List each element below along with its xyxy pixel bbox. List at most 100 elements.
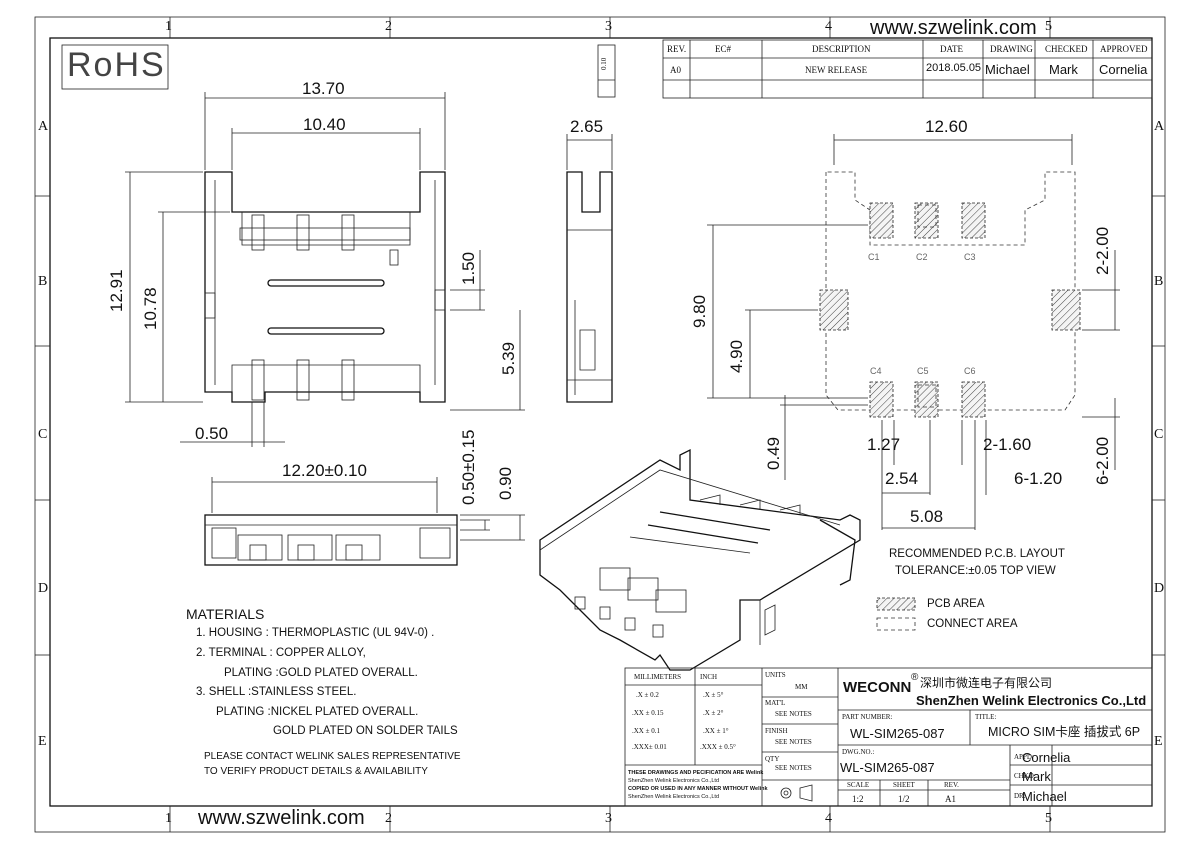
legend-pcb-swatch <box>876 597 916 611</box>
top-view-dimensions <box>125 92 525 447</box>
rev-value-checked: Mark <box>1049 62 1078 77</box>
projection-symbol <box>780 784 813 802</box>
zone-row-e-right: E <box>1154 734 1163 749</box>
zone-col-5-bottom: 5 <box>1045 811 1052 826</box>
appd-value: Cornelia <box>1022 750 1071 765</box>
flatness-box <box>597 44 616 98</box>
dim-5-39: 5.39 <box>499 341 518 375</box>
rev-header-rev: REV. <box>667 44 687 54</box>
tol-inch-4: .XXX ± 0.5° <box>700 743 736 751</box>
tol-mm-1: .X ± 0.2 <box>636 691 659 699</box>
pad-c5 <box>914 381 939 418</box>
pad-label-c6: C6 <box>964 366 976 376</box>
notice-1: THESE DRAWINGS AND PECIFICATION ARE Weli… <box>628 770 764 776</box>
pad-c6 <box>961 381 986 418</box>
rohs-box <box>61 44 169 90</box>
dim-5-08: 5.08 <box>910 507 944 526</box>
rev-header-description: DESCRIPTION <box>812 44 871 54</box>
dim-2-2-00: 2-2.00 <box>1093 226 1112 275</box>
rev-header-date: DATE <box>940 44 963 54</box>
pad-right <box>1051 289 1081 331</box>
rev-header-drawing: DRAWING <box>990 44 1033 54</box>
finish-label: FINISH <box>765 727 788 735</box>
pad-label-c4: C4 <box>870 366 882 376</box>
notice-4: ShenZhen Welink Electronics Co.,Ltd <box>628 794 719 800</box>
top-view-outline <box>204 171 446 403</box>
zone-row-b: B <box>38 274 48 289</box>
website-top[interactable]: www.szwelink.com <box>870 17 1037 39</box>
side-view-dimensions <box>566 134 613 170</box>
contact-line-1: PLEASE CONTACT WELINK SALES REPRESENTATI… <box>204 751 461 762</box>
part-number-label: PART NUMBER: <box>842 713 893 721</box>
zone-col-3-bottom: 3 <box>605 811 612 826</box>
tol-inch-1: .X ± 5° <box>703 691 724 699</box>
dim-2-1-60: 2-1.60 <box>983 435 1032 454</box>
rev-value-approved: Cornelia <box>1099 62 1148 77</box>
dim-0-49: 0.49 <box>764 436 783 470</box>
scale-value: 1:2 <box>852 794 864 804</box>
company-en: ShenZhen Welink Electronics Co.,Ltd <box>916 693 1147 708</box>
dim-13-70: 13.70 <box>302 79 345 98</box>
rev-label: REV. <box>944 781 959 789</box>
pad-label-c5: C5 <box>917 366 929 376</box>
dim-1-50: 1.50 <box>459 251 478 285</box>
zone-col-1: 1 <box>165 19 172 34</box>
pad-label-c1: C1 <box>868 252 880 262</box>
zone-row-d: D <box>38 581 49 596</box>
title-block-lines <box>624 667 1153 807</box>
chkd-value: Mark <box>1022 769 1051 784</box>
inner-frame <box>49 37 1153 807</box>
contact-line-2: TO VERIFY PRODUCT DETAILS & AVAILABILITY <box>204 766 428 777</box>
pad-c3 <box>961 202 986 239</box>
isometric-view <box>539 448 861 671</box>
brand-logo: WECONN <box>843 679 912 696</box>
tol-header-mm: MILLIMETERS <box>634 673 682 681</box>
revision-table-lines <box>662 39 1153 99</box>
dim-12-20: 12.20±0.10 <box>282 461 367 480</box>
materials-line-6: GOLD PLATED ON SOLDER TAILS <box>273 725 458 737</box>
tol-inch-2: .X ± 2° <box>703 709 724 717</box>
legend-connect-label: CONNECT AREA <box>927 618 1018 630</box>
pad-label-c2: C2 <box>916 252 928 262</box>
rev-value-date: 2018.05.05 <box>926 62 982 74</box>
dr-label: DR: <box>1014 792 1026 800</box>
legend-pcb-label: PCB AREA <box>927 598 985 610</box>
finish-see-notes: SEE NOTES <box>775 738 812 746</box>
company-cn: 深圳市微连电子有限公司 <box>920 676 1053 690</box>
units-label: UNITS <box>765 671 786 679</box>
materials-title: MATERIALS <box>186 606 265 622</box>
matl-label: MAT'L <box>765 699 786 707</box>
dim-0-50-tol: 0.50±0.15 <box>459 429 478 505</box>
pad-c4 <box>869 381 894 418</box>
dim-2-54: 2.54 <box>885 469 919 488</box>
dim-6-2-00: 6-2.00 <box>1093 436 1112 485</box>
rev-value: A1 <box>945 794 956 804</box>
tol-mm-2: .XX ± 0.15 <box>632 709 664 717</box>
dim-12-91: 12.91 <box>107 269 126 312</box>
dim-6-1-20: 6-1.20 <box>1014 469 1063 488</box>
dim-1-27: 1.27 <box>867 435 901 454</box>
tol-header-inch: INCH <box>700 673 718 681</box>
front-view-outline <box>204 514 458 566</box>
pcb-dimensions <box>707 134 1120 530</box>
tol-inch-3: .XX ± 1° <box>703 727 729 735</box>
outer-frame <box>34 16 1166 833</box>
pad-c1 <box>869 202 894 239</box>
zone-col-3: 3 <box>605 19 612 34</box>
website-bottom[interactable]: www.szwelink.com <box>198 807 365 829</box>
zone-col-4: 4 <box>825 19 832 34</box>
pcb-layout <box>819 171 1081 418</box>
chkd-label: CHKD: <box>1014 772 1036 780</box>
drawing-title: MICRO SIM卡座 插拔式 6P <box>988 725 1141 739</box>
notice-3: COPIED OR USED IN ANY MANNER WITHOUT Wel… <box>628 786 768 792</box>
materials-line-4: 3. SHELL :STAINLESS STEEL. <box>196 686 357 698</box>
pcb-note-tolerance: TOLERANCE:±0.05 TOP VIEW <box>895 565 1056 577</box>
qty-label: QTY <box>765 755 780 763</box>
rev-value-description: NEW RELEASE <box>805 65 868 75</box>
dwg-number: WL-SIM265-087 <box>840 760 935 775</box>
zone-row-c-right: C <box>1154 427 1164 442</box>
dim-12-60: 12.60 <box>925 117 968 136</box>
title-label: TITLE: <box>975 713 997 721</box>
